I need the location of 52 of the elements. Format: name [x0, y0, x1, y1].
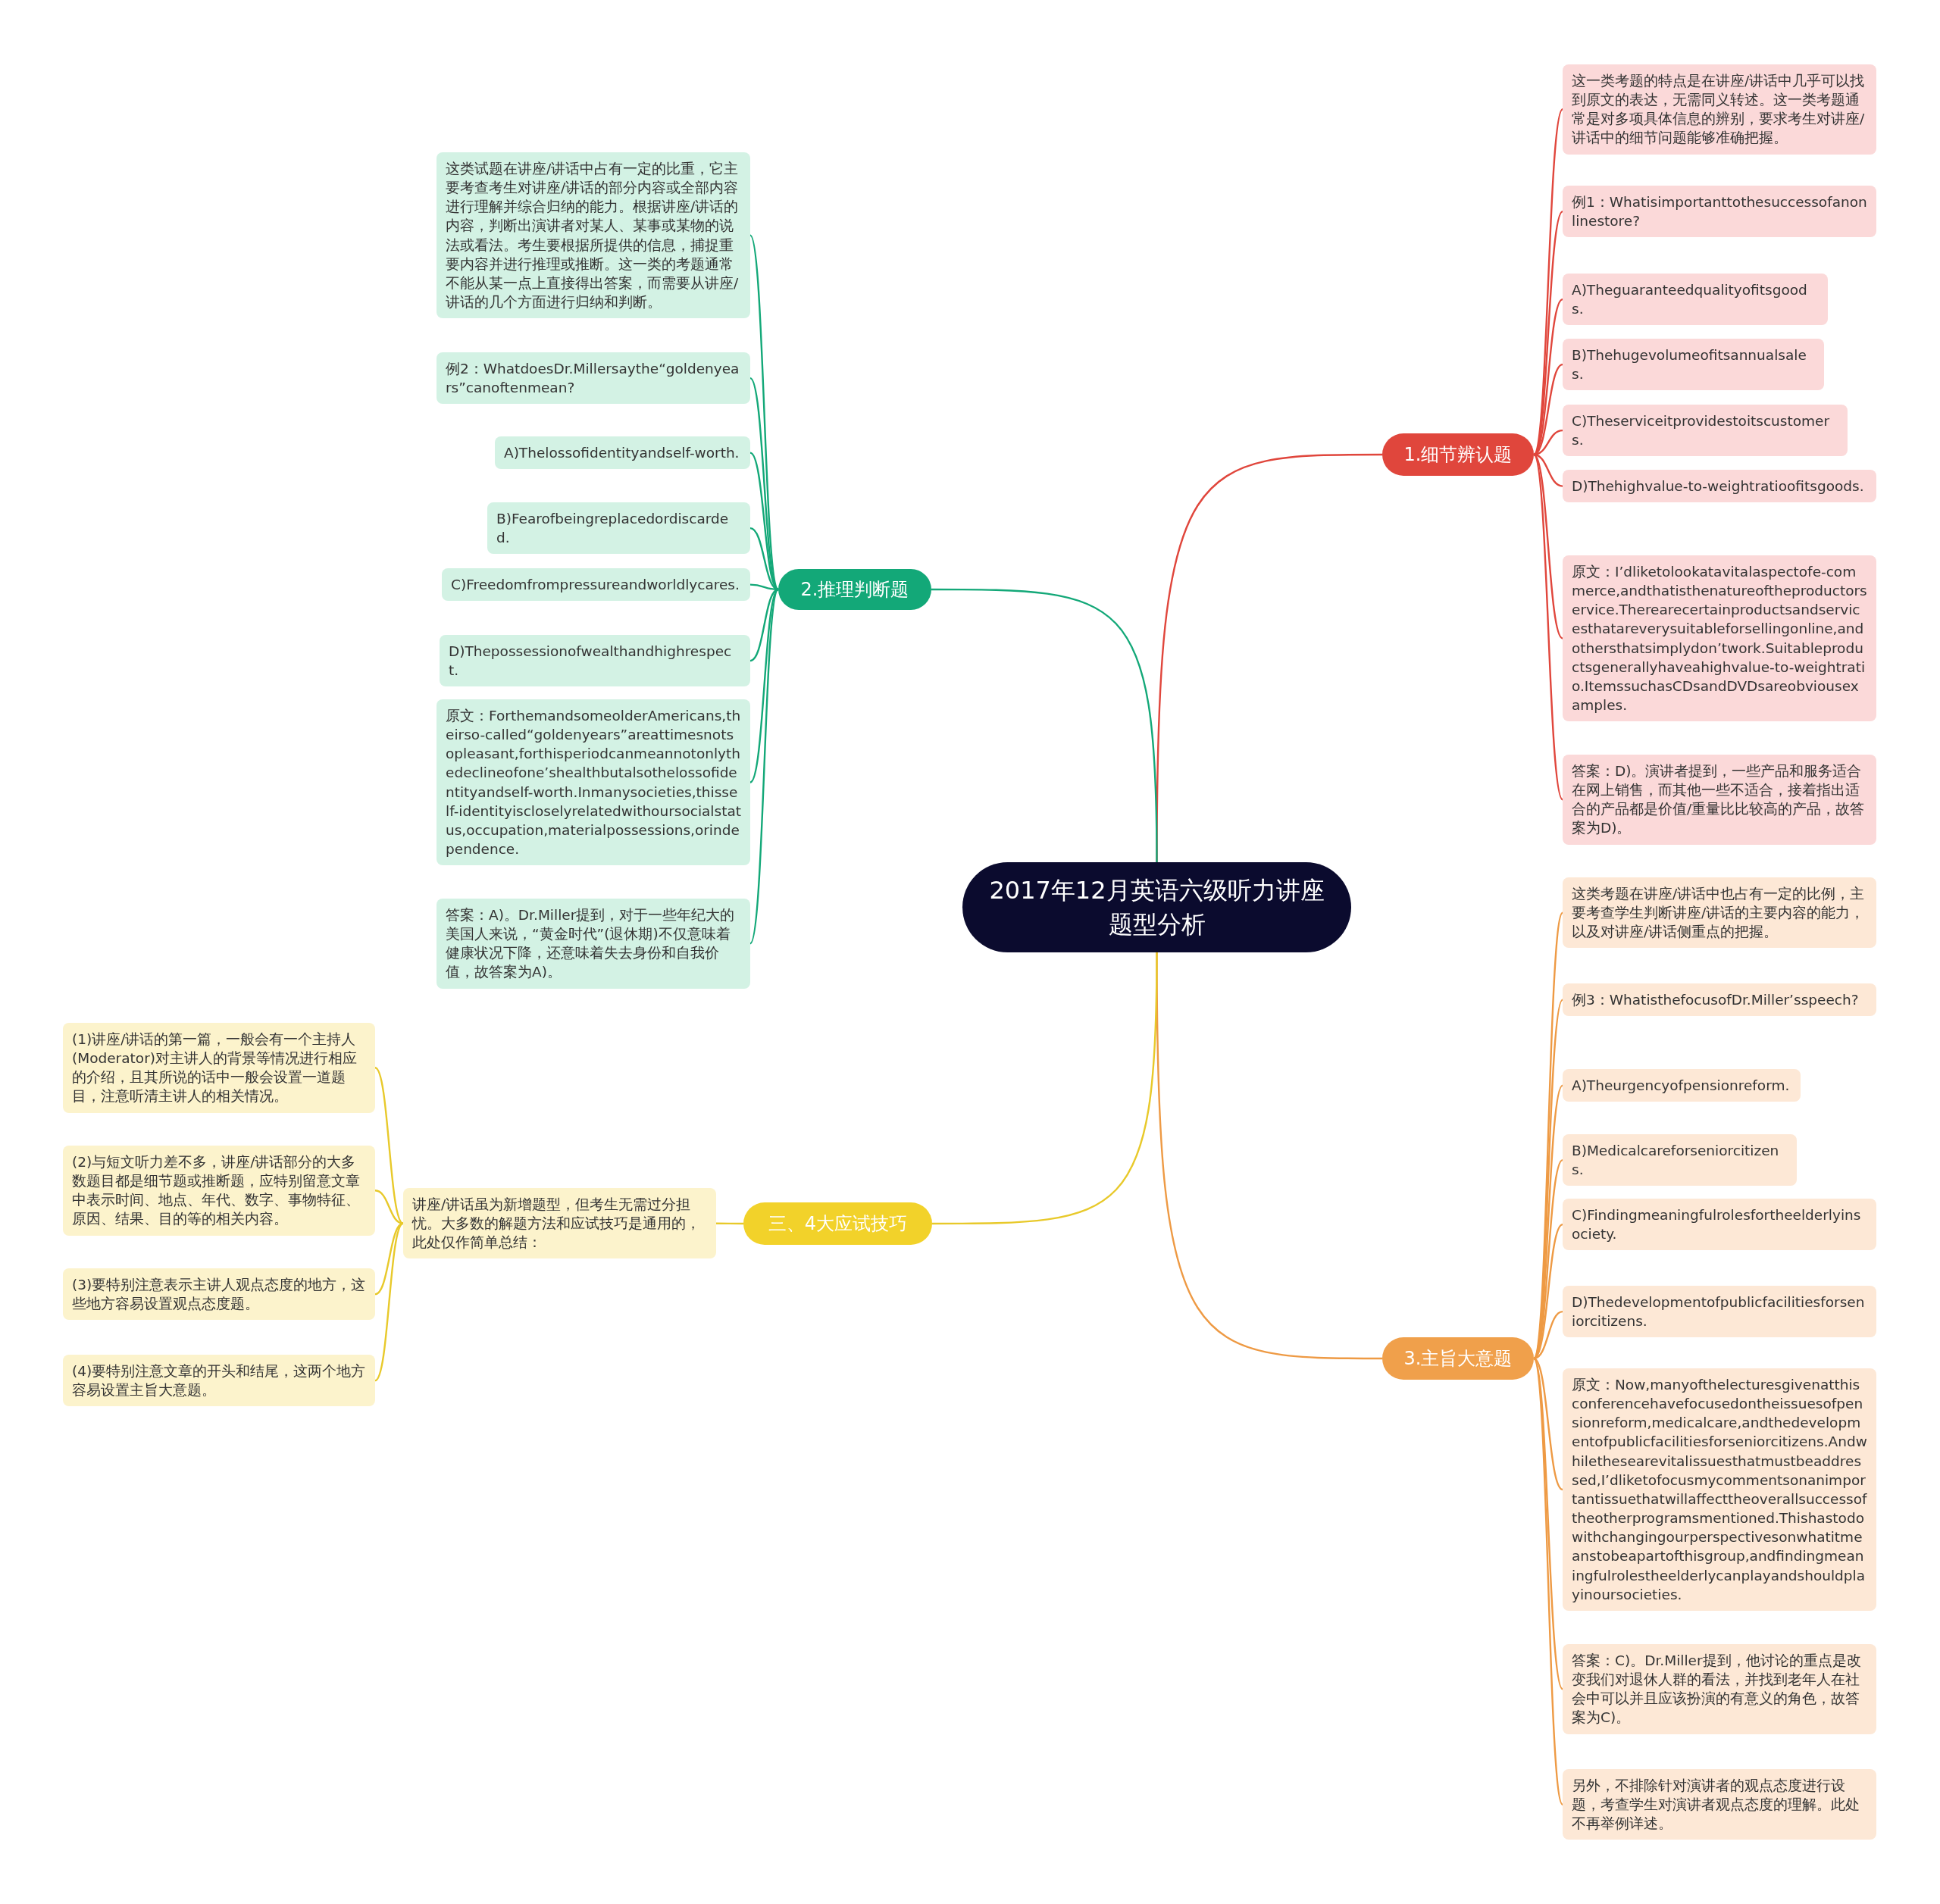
note-box: A)Theguaranteedqualityofitsgoods.: [1563, 274, 1828, 326]
connector: [932, 952, 1158, 1225]
connector: [1533, 211, 1563, 455]
branch-topic: 3.主旨大意题: [1382, 1337, 1534, 1380]
connector: [1533, 454, 1563, 639]
note-box: (4)要特别注意文章的开头和结尾，这两个地方容易设置主旨大意题。: [63, 1355, 375, 1407]
connector: [749, 589, 779, 783]
connector: [1532, 1358, 1564, 1806]
note-box: A)Thelossofidentityandself-worth.: [495, 436, 750, 470]
branch-topic: 2.推理判断题: [778, 569, 931, 610]
note-box: (2)与短文听力差不多，讲座/讲话部分的大多数题目都是细节题或推断题，应特别留意文章中表示时间、地点、年代、数字、事物特征、原因、结果、目的等的相关内容。: [63, 1146, 375, 1236]
note-box: 例3：WhatisthefocusofDr.Miller’sspeech?: [1563, 983, 1876, 1017]
note-box: C)Theserviceitprovidestoitscustomers.: [1563, 405, 1848, 457]
branch-topic: 1.细节辨认题: [1382, 433, 1534, 476]
note-box: (3)要特别注意表示主讲人观点态度的地方，这些地方容易设置观点态度题。: [63, 1268, 375, 1321]
note-box: 原文：Now,manyofthelecturesgivenatthisconferencehavefocusedontheissuesofpensionreform,medicalcare,andthedevelopmentofpublicfacilitiesforseniorcitizens.Andwhilethesearevitalissuesthatmustbeaddressed,I’dliketofocusmycommentsonanimportantissuethatwillaffecttheoverallsuccessoftheotherprogramsmentioned.Thishastodowithchangingourperspectivesonwhatitmeanstobeapartofthisgroup,andfindingmeaningfulrolestheelderlycanplayandshouldplayinoursocieties.: [1563, 1368, 1876, 1611]
note-box: 例2：WhatdoesDr.Millersaythe“goldenyears”canoftenmean?: [436, 352, 750, 405]
note-box: 讲座/讲话虽为新增题型，但考生无需过分担忧。大多数的解题方法和应试技巧是通用的，此处仅作简单总结：: [403, 1188, 716, 1259]
note-box: C)Freedomfrompressureandworldlycares.: [442, 568, 750, 602]
note-box: D)Thehighvalue-to-weightratioofitsgoods.: [1563, 470, 1876, 503]
note-box: A)Theurgencyofpensionreform.: [1563, 1069, 1801, 1102]
connector: [374, 1222, 404, 1382]
note-box: B)Thehugevolumeofitsannualsales.: [1563, 339, 1824, 391]
connector: [716, 1222, 743, 1225]
branch-topic: 三、4大应试技巧: [743, 1202, 932, 1245]
connector: [931, 588, 1158, 862]
connector: [374, 1067, 404, 1224]
connector: [749, 235, 780, 590]
note-box: 原文：I’dliketolookatavitalaspectofe-commerce,andthatisthenatureoftheproductorservice.Therearecertainproductsandservicesthatareverysuitableforsellingonline,andothersthatsimplydon’twork.Suitableproductsgenerallyhaveahighvalue-to-weightratio.ItemssuchasCDsandDVDsareobviousexamples.: [1563, 555, 1876, 722]
note-box: B)Fearofbeingreplacedordiscarded.: [487, 502, 750, 555]
note-box: D)Thepossessionofwealthandhighrespect.: [440, 635, 750, 687]
connector: [749, 589, 780, 944]
note-box: 答案：C)。Dr.Miller提到，他讨论的重点是改变我们对退休人群的看法，并找到老年人在社会中可以并且应该扮演的有意义的角色，故答案为C)。: [1563, 1644, 1876, 1734]
note-box: 答案：D)。演讲者提到，一些产品和服务适合在网上销售，而其他一些不适合，接着指出适合的产品都是价值/重量比比较高的产品，故答案为D)。: [1563, 755, 1876, 845]
note-box: B)Medicalcareforseniorcitizens.: [1563, 1134, 1797, 1186]
connector: [1532, 999, 1564, 1359]
note-box: (1)讲座/讲话的第一篇，一般会有一个主持人(Moderator)对主讲人的背景等情况进行相应的介绍，且其所说的话中一般会设置一道题目，注意听清主讲人的相关情况。: [63, 1023, 375, 1113]
connector: [1533, 1358, 1563, 1490]
note-box: D)Thedevelopmentofpublicfacilitiesforseniorcitizens.: [1563, 1286, 1876, 1338]
connector: [374, 1222, 404, 1296]
central-topic: 2017年12月英语六级听力讲座题型分析: [962, 862, 1351, 952]
note-box: 例1：Whatisimportanttothesuccessofanonlinestore?: [1563, 186, 1876, 238]
connector: [749, 377, 779, 590]
note-box: C)Findingmeaningfulrolesfortheelderlyinsociety.: [1563, 1199, 1876, 1251]
note-box: 答案：A)。Dr.Miller提到，对于一些年纪大的美国人来说，“黄金时代”(退休期)不仅意味着健康状况下降，还意味着失去身份和自我价值，故答案为A)。: [436, 899, 750, 989]
connector: [1532, 108, 1564, 455]
connector: [1532, 454, 1564, 800]
note-box: 原文：ForthemandsomeolderAmericans,theirso-called“goldenyears”areattimesnotsopleasant,forthisperiodcanmeannotonlythedeclineofone’shealthbutalsothelossofidentityandself-worth.Inmanysocieties,thisself-identityiscloselyrelatedwithoursocialstatus,occupation,materialpossessions,orindependence.: [436, 699, 750, 866]
note-box: 这类试题在讲座/讲话中占有一定的比重，它主要考查考生对讲座/讲话的部分内容或全部内容进行理解并综合归纳的能力。根据讲座/讲话的内容，判断出演讲者对某人、某事或某物的说法或看法。考生要根据所提供的信息，捕捉重要内容并进行推理或推断。这一类的考题通常不能从某一点上直接得出答案，而需要从讲座/讲话的几个方面进行归纳和判断。: [436, 152, 750, 319]
note-box: 这一类考题的特点是在讲座/讲话中几乎可以找到原文的表达，无需同义转述。这一类考题通常是对多项具体信息的辨别，要求考生对讲座/讲话中的细节问题能够准确把握。: [1563, 64, 1876, 155]
note-box: 这类考题在讲座/讲话中也占有一定的比例，主要考查学生判断讲座/讲话的主要内容的能力，以及对讲座/讲话侧重点的把握。: [1563, 877, 1876, 949]
note-box: 另外，不排除针对演讲者的观点态度进行设题，考查学生对演讲者观点态度的理解。此处不再举例详述。: [1563, 1769, 1876, 1840]
